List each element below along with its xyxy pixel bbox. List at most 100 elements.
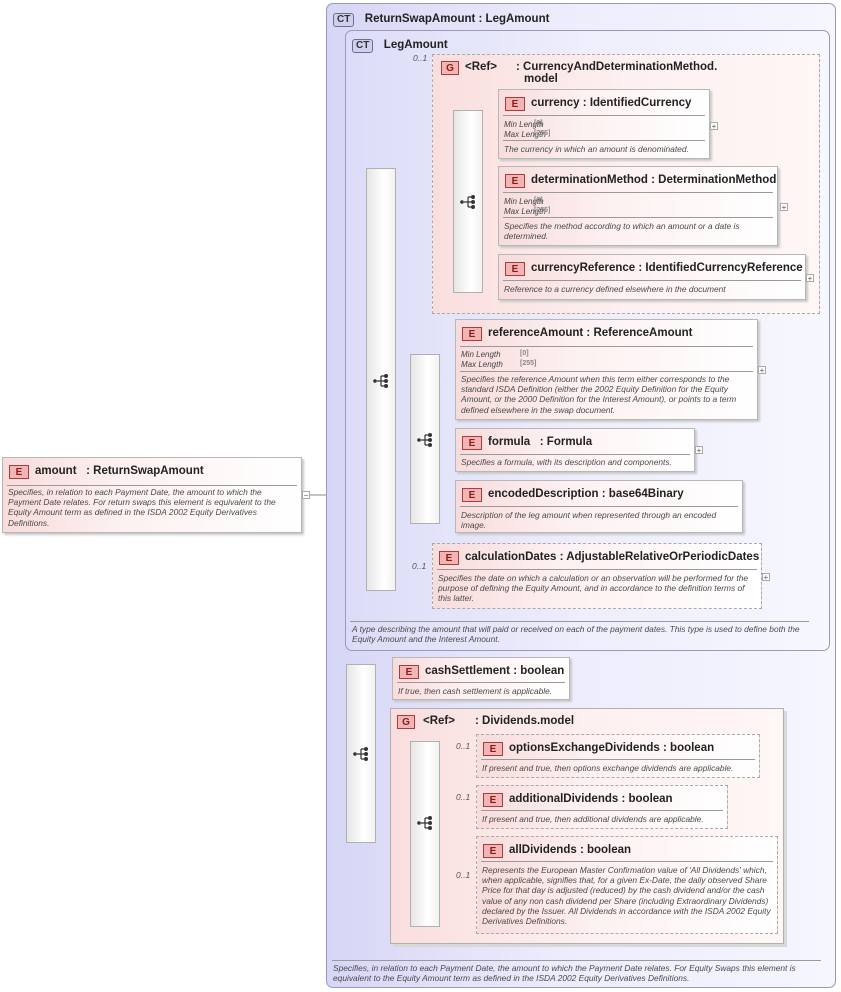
element-name: formula <box>488 436 531 448</box>
element-determinationmethod[interactable]: E determinationMethod : DeterminationMet… <box>498 166 778 246</box>
complex-type-description: A type describing the amount that will p… <box>352 624 800 645</box>
separator <box>437 569 757 570</box>
sequence-compositor <box>366 168 396 591</box>
facet-label: Min Length <box>461 350 501 359</box>
element-alldividends[interactable]: E allDividends : boolean Represents the … <box>476 836 778 934</box>
occurrence-label: 0..1 <box>413 53 428 63</box>
occurrence-label: 0..1 <box>456 870 471 880</box>
element-type: : boolean <box>513 665 565 677</box>
element-description: Represents the European Master Confirmat… <box>482 865 771 927</box>
expand-toggle[interactable]: + <box>806 274 814 283</box>
facet-value: [0] <box>520 350 529 357</box>
occurrence-label: 0..1 <box>412 561 427 571</box>
element-badge: E <box>505 97 525 111</box>
element-currency[interactable]: E currency : IdentifiedCurrency Min Leng… <box>498 89 710 159</box>
element-description: The currency in which an amount is denom… <box>504 144 689 154</box>
separator <box>503 192 773 193</box>
separator <box>481 759 755 760</box>
complex-type-title: ReturnSwapAmount : LegAmount <box>364 13 550 25</box>
separator <box>481 861 773 862</box>
choice-icon <box>417 433 432 447</box>
element-badge: E <box>462 436 482 450</box>
element-name: calculationDates <box>465 551 557 563</box>
facet-value: [0] <box>534 197 543 204</box>
element-type: : IdentifiedCurrency <box>582 97 692 109</box>
element-description: Description of the leg amount when repre… <box>461 510 717 531</box>
collapse-toggle[interactable]: − <box>302 491 310 500</box>
complex-type-header: CT ReturnSwapAmount : LegAmount <box>333 9 549 27</box>
expand-toggle[interactable]: + <box>710 122 718 131</box>
element-type: : boolean <box>663 742 715 754</box>
root-element-amount[interactable]: E amount : ReturnSwapAmount Specifies, i… <box>2 457 302 533</box>
element-formula[interactable]: E formula : Formula Specifies a formula,… <box>455 428 695 472</box>
separator <box>460 506 738 507</box>
complex-type-title: LegAmount <box>383 39 448 51</box>
element-name: allDividends <box>509 844 577 856</box>
separator <box>7 485 297 486</box>
complex-type-header: CT LegAmount <box>352 35 448 53</box>
facet-value: [255] <box>534 130 551 137</box>
group-name: : CurrencyAndDeterminationMethod. <box>516 61 718 73</box>
occurrence-label: 0..1 <box>456 741 471 751</box>
element-type: : base64Binary <box>601 488 684 500</box>
element-referenceamount[interactable]: E referenceAmount : ReferenceAmount Min … <box>455 319 758 420</box>
element-badge: E <box>9 465 29 479</box>
element-type: : IdentifiedCurrencyReference <box>638 262 803 274</box>
element-type: : ReferenceAmount <box>586 327 693 339</box>
occurrence-label: 0..1 <box>456 792 471 802</box>
element-name: currency <box>531 97 580 109</box>
separator <box>460 371 753 372</box>
element-optionsexchangedividends[interactable]: E optionsExchangeDividends : boolean If … <box>476 734 760 778</box>
group-badge: G <box>397 715 415 729</box>
complex-type-badge: CT <box>333 13 355 27</box>
sequence-icon <box>353 747 368 761</box>
element-badge: E <box>439 551 459 565</box>
element-additionaldividends[interactable]: E additionalDividends : boolean If prese… <box>476 785 728 829</box>
sequence-compositor <box>346 664 376 843</box>
expand-toggle[interactable]: + <box>695 446 703 455</box>
element-type: : DeterminationMethod <box>651 174 777 186</box>
element-calculationdates[interactable]: E calculationDates : AdjustableRelativeO… <box>432 543 762 609</box>
element-badge: E <box>483 844 503 858</box>
element-type: : Formula <box>539 436 593 448</box>
element-name: additionalDividends <box>509 793 619 805</box>
separator <box>332 960 821 961</box>
element-name: cashSettlement <box>425 665 511 677</box>
element-badge: E <box>483 742 503 756</box>
separator <box>397 682 565 683</box>
root-element-description: Specifies, in relation to each Payment D… <box>8 487 276 528</box>
element-name: optionsExchangeDividends <box>509 742 660 754</box>
sequence-icon <box>373 374 388 388</box>
element-currencyreference[interactable]: E currencyReference : IdentifiedCurrency… <box>498 254 806 300</box>
separator <box>350 621 809 622</box>
group-name: : Dividends.model <box>475 715 575 727</box>
separator <box>503 280 801 281</box>
element-badge: E <box>399 665 419 679</box>
element-description: Specifies the date on which a calculatio… <box>438 573 749 604</box>
facet-label: Max Length <box>504 207 546 216</box>
element-encodeddescription[interactable]: E encodedDescription : base64Binary Desc… <box>455 480 743 533</box>
expand-toggle[interactable]: + <box>758 366 766 375</box>
element-type: : boolean <box>621 793 673 805</box>
element-badge: E <box>505 174 525 188</box>
root-element-type: : ReturnSwapAmount <box>86 465 204 477</box>
facet-label: Max Length <box>504 130 546 139</box>
choice-compositor <box>453 110 483 293</box>
facet-value: [255] <box>520 360 537 367</box>
facet-value: [0] <box>534 120 543 127</box>
element-description: Specifies the reference Amount when this… <box>461 374 737 415</box>
separator <box>503 217 773 218</box>
element-badge: E <box>483 793 503 807</box>
group-ref-label: <Ref> <box>465 61 497 73</box>
element-name: referenceAmount <box>488 327 584 339</box>
element-name: currencyReference <box>531 262 636 274</box>
element-badge: E <box>505 262 525 276</box>
element-badge: E <box>462 488 482 502</box>
element-description: Specifies a formula, with its descriptio… <box>461 457 672 467</box>
sequence-compositor <box>410 741 440 927</box>
element-cashsettlement[interactable]: E cashSettlement : boolean If true, then… <box>392 657 570 700</box>
expand-toggle[interactable]: + <box>780 203 788 212</box>
group-ref-label: <Ref> <box>423 715 455 727</box>
expand-toggle[interactable]: + <box>762 573 770 582</box>
separator <box>460 454 690 455</box>
